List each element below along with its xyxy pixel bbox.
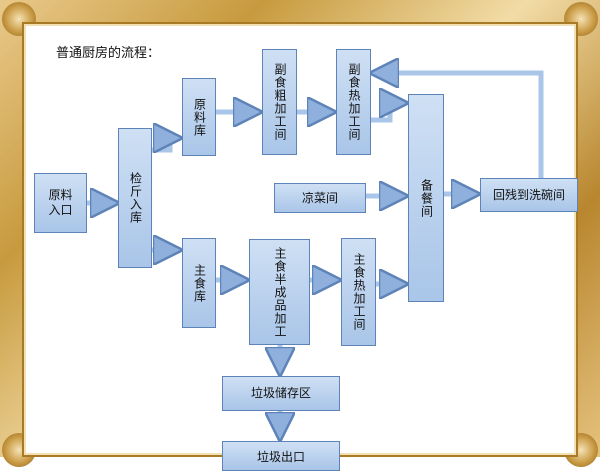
node-cold-dish-room: 凉菜间 — [274, 183, 366, 213]
node-label: 凉菜间 — [301, 190, 338, 205]
node-raw-entry: 原料 入口 — [34, 173, 87, 233]
node-waste-storage: 垃圾储存区 — [222, 376, 340, 411]
node-meal-prep-room: 备餐间 — [408, 94, 444, 302]
diagram-title: 普通厨房的流程： — [56, 46, 161, 61]
node-dishwashing-room: 回残到洗碗间 — [480, 178, 578, 212]
node-label: 原料 入口 — [48, 188, 73, 217]
arrow-inspect-to-raw-store — [152, 138, 178, 150]
arrow-side-hot-to-prep — [371, 103, 404, 123]
node-side-hot-processing: 副食热加工间 — [336, 49, 371, 155]
node-staple-semi-processing: 主食半成品加工 — [249, 239, 310, 345]
flow-arrows — [87, 0, 544, 457]
node-side-rough-processing: 副食粗加工间 — [262, 49, 297, 155]
node-label: 主食热加工间 — [352, 253, 366, 331]
node-label: 副食粗加工间 — [273, 63, 287, 141]
node-label: 垃圾储存区 — [250, 386, 311, 400]
node-label: 回残到洗碗间 — [492, 187, 565, 202]
node-staple-store: 主食库 — [182, 238, 216, 328]
node-raw-material-store: 原料库 — [182, 78, 216, 156]
node-label: 副食热加工间 — [347, 63, 361, 141]
node-label: 备餐间 — [419, 178, 434, 218]
arrow-wash-to-side-hot — [374, 73, 544, 178]
node-label: 垃圾出口 — [256, 450, 305, 464]
node-label: 主食半成品加工 — [273, 246, 287, 338]
node-inspect-storage: 检斤入库 — [118, 128, 152, 268]
node-label: 主食库 — [192, 263, 207, 303]
node-waste-exit: 垃圾出口 — [222, 441, 340, 471]
node-label: 原料库 — [192, 97, 207, 137]
node-label: 检斤入库 — [128, 172, 143, 224]
node-staple-hot-processing: 主食热加工间 — [341, 238, 376, 346]
